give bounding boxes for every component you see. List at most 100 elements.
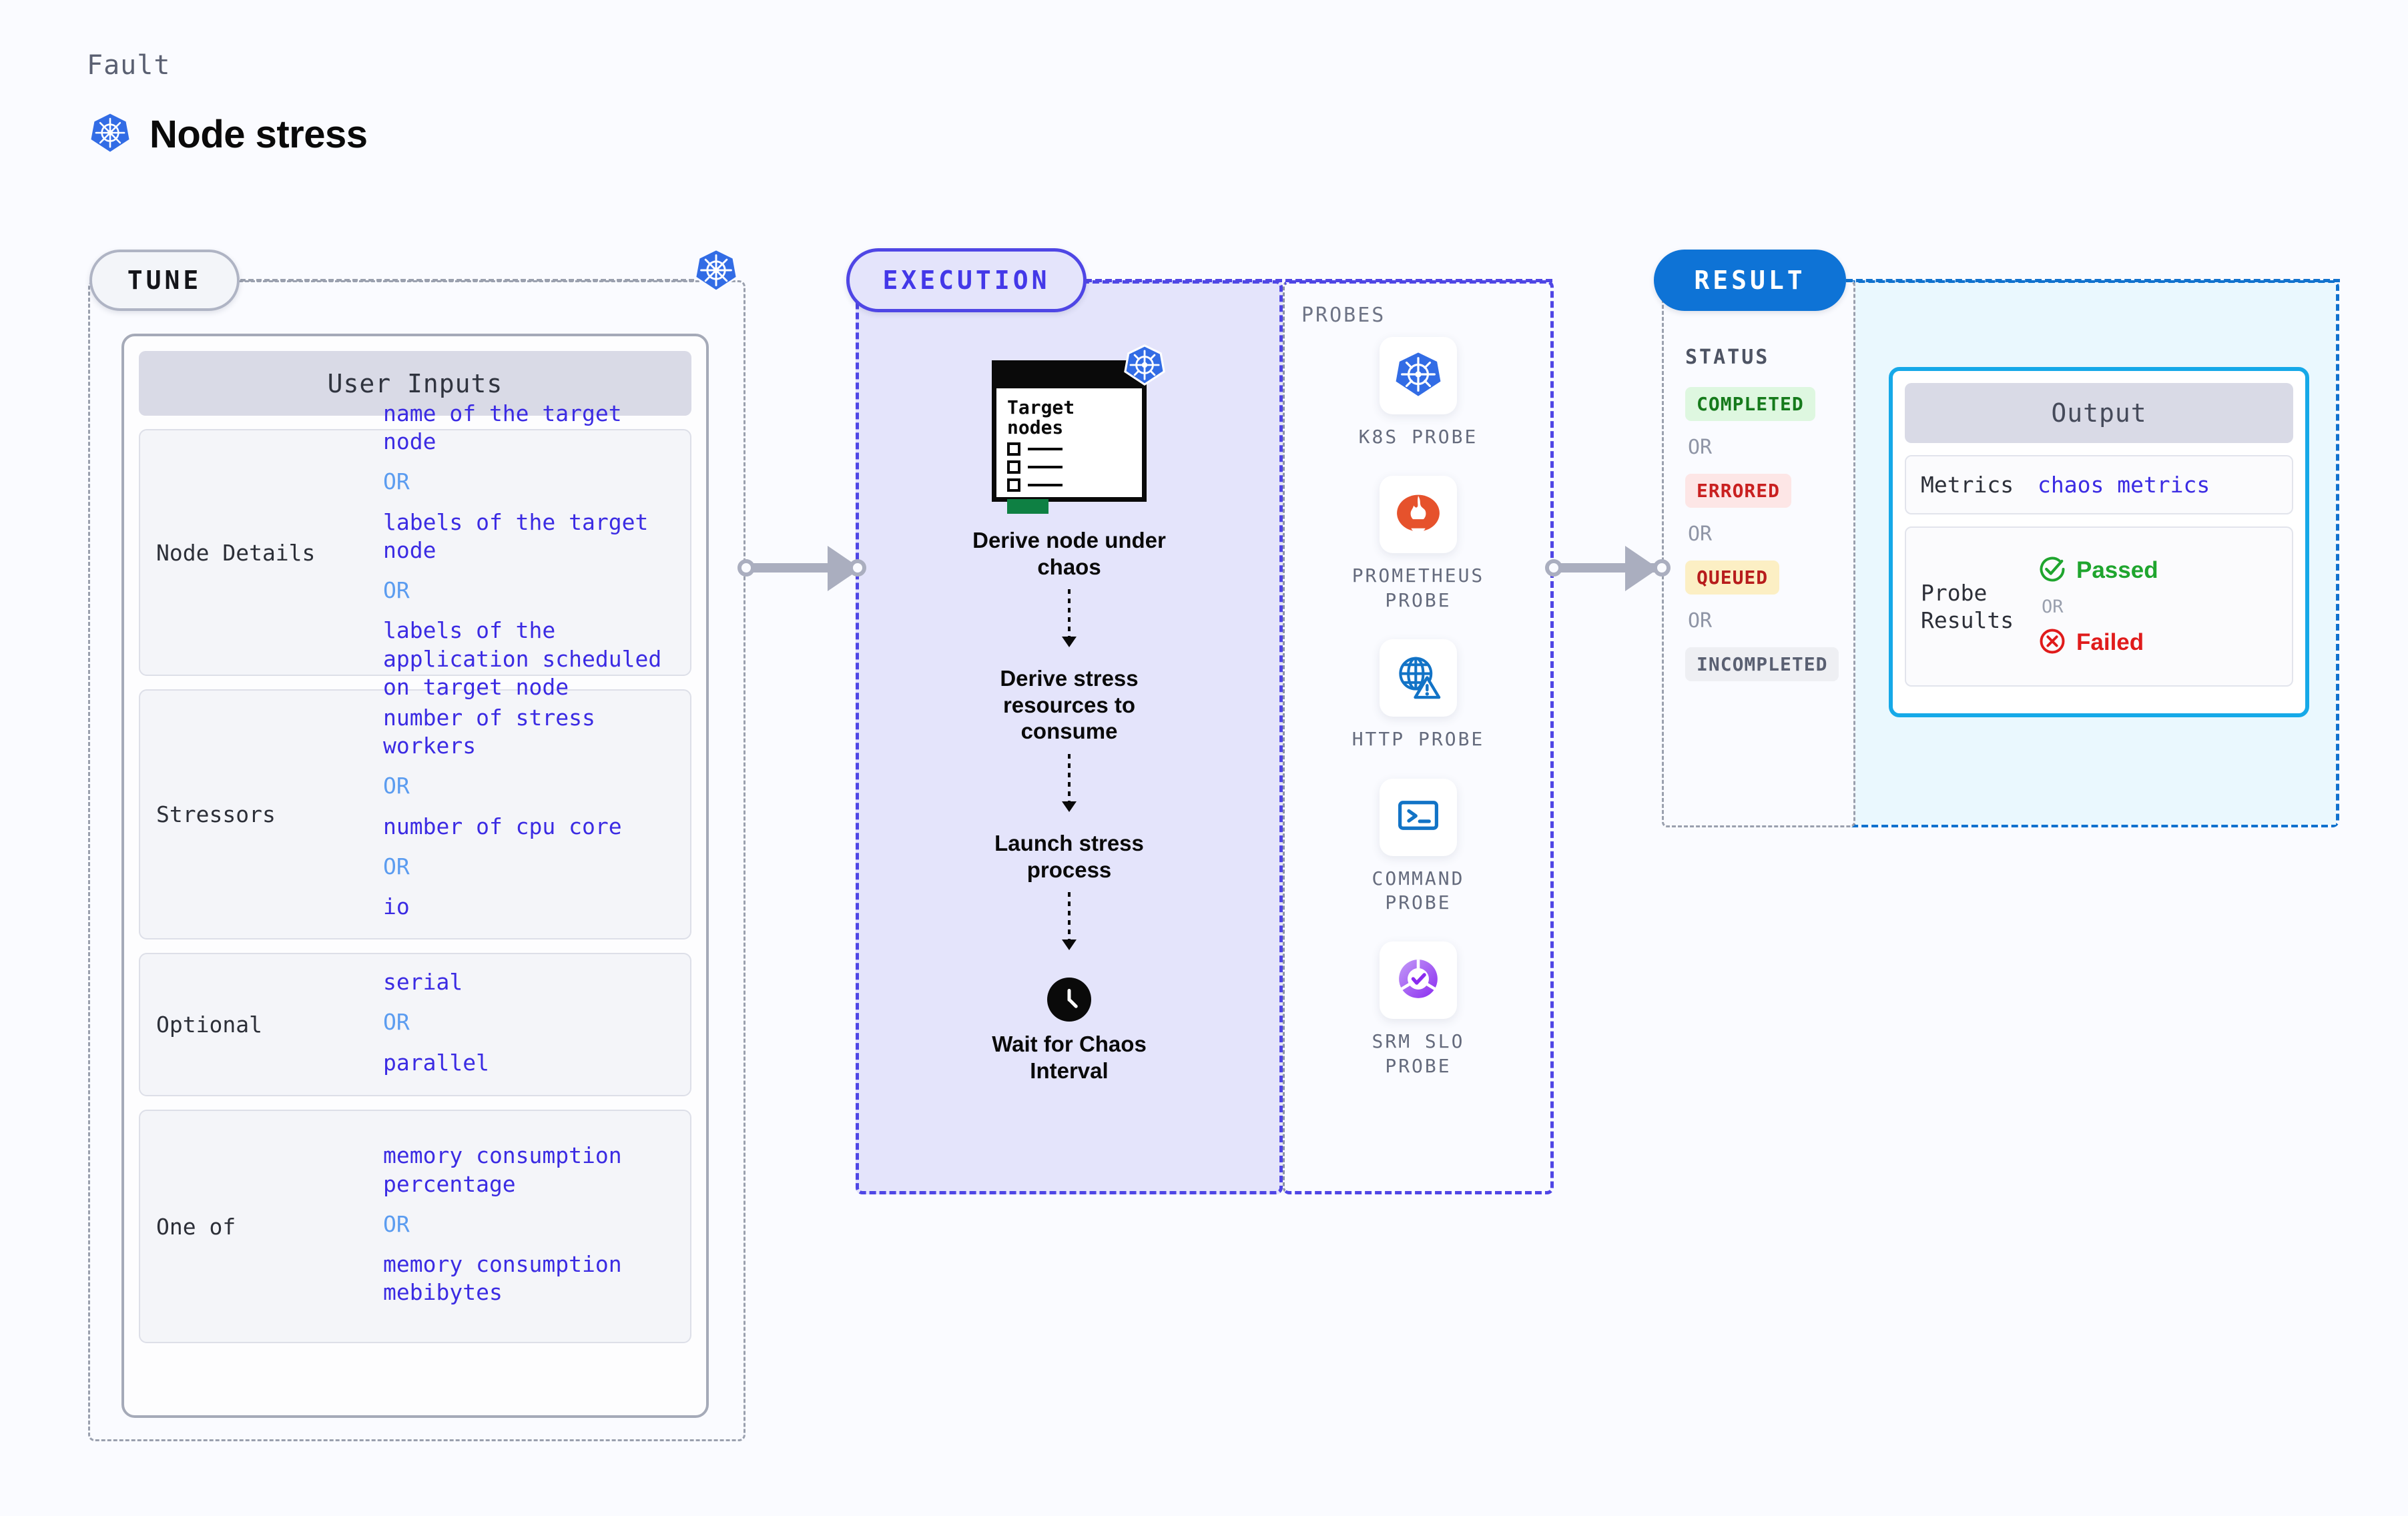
kubernetes-icon <box>1124 344 1165 389</box>
status-section-title: STATUS <box>1685 346 1770 369</box>
probe-item-prometheus[interactable]: PROMETHEUS PROBE <box>1335 476 1502 613</box>
globe-warning-icon <box>1394 652 1443 705</box>
execution-flow: Target nodes <box>856 307 1283 1084</box>
probe-label: COMMAND PROBE <box>1372 867 1465 913</box>
input-value: labels of the application scheduled on t… <box>383 617 662 700</box>
or-separator: OR <box>1688 522 1713 546</box>
probe-tile <box>1380 476 1457 554</box>
target-card-titlebar <box>996 365 1142 388</box>
input-group-values: serial OR parallel <box>383 968 489 1081</box>
checkbox-icon <box>1007 478 1020 492</box>
probe-item-srm-slo[interactable]: SRM SLO PROBE <box>1335 941 1502 1078</box>
target-nodes-card: Target nodes <box>992 344 1165 514</box>
execution-step-label: Derive node under chaos <box>972 528 1166 579</box>
page-title: Node stress <box>149 113 368 156</box>
kubernetes-icon <box>1393 349 1444 403</box>
prometheus-flame-icon <box>1393 488 1444 542</box>
probe-item-http[interactable]: HTTP PROBE <box>1352 639 1485 751</box>
status-badge-queued: QUEUED <box>1685 560 1780 595</box>
input-group-node-details: Node Details name of the target node OR … <box>139 400 691 700</box>
or-separator: OR <box>383 1210 410 1237</box>
or-separator: OR <box>1688 609 1713 633</box>
or-separator: OR <box>383 468 410 495</box>
input-value: number of cpu core <box>383 813 622 839</box>
slo-donut-check-icon <box>1393 954 1444 1008</box>
or-separator: OR <box>1688 436 1713 459</box>
execution-step-label: Derive stress resources to consume <box>1000 666 1139 744</box>
input-group-values: number of stress workers OR number of cp… <box>383 704 674 925</box>
fault-kicker: Fault <box>87 50 171 81</box>
probe-label: HTTP PROBE <box>1351 728 1485 751</box>
input-value: serial <box>383 969 463 996</box>
output-row-label-text: Probe Results <box>1921 580 2014 634</box>
probe-item-k8s[interactable]: K8S PROBE <box>1359 337 1478 449</box>
probe-tile <box>1380 778 1457 856</box>
output-row-label: Metrics <box>1921 472 2014 498</box>
kubernetes-icon <box>694 248 738 296</box>
input-value: name of the target node <box>383 400 622 455</box>
placeholder-line <box>1028 484 1063 487</box>
output-metrics-value[interactable]: chaos metrics <box>2038 472 2210 498</box>
kubernetes-icon <box>89 112 131 157</box>
user-inputs-card: User Inputs Node Details name of the tar… <box>121 334 709 1418</box>
input-value: parallel <box>383 1049 489 1076</box>
probe-tile <box>1380 337 1457 414</box>
or-separator: OR <box>383 577 410 604</box>
status-list: COMPLETED OR ERRORED OR QUEUED OR INCOMP… <box>1685 387 1839 681</box>
input-group-label: Node Details <box>156 539 316 566</box>
input-group-label: Stressors <box>156 801 276 827</box>
target-card-title-line2: nodes <box>1007 416 1064 439</box>
probe-result-values: Passed OR Failed <box>2038 554 2158 659</box>
placeholder-line <box>1028 448 1063 451</box>
input-value: io <box>383 893 410 919</box>
status-badge-incompleted: INCOMPLETED <box>1685 647 1839 681</box>
probes-list: K8S PROBE PROMETHEUS PROBE <box>1283 337 1554 1078</box>
input-value: memory consumption percentage <box>383 1142 622 1197</box>
clock-icon <box>1047 978 1091 1022</box>
probe-label: K8S PROBE <box>1358 426 1478 448</box>
probe-result-failed: Failed <box>2038 627 2158 659</box>
probe-result-failed-label: Failed <box>2076 629 2144 656</box>
cross-circle-icon <box>2038 627 2067 659</box>
placeholder-line <box>1028 466 1063 469</box>
result-leader-line <box>1846 279 2340 282</box>
fault-title-row: Node stress <box>89 112 368 157</box>
output-row-label: Probe Results <box>1921 579 2038 635</box>
result-status-panel <box>1662 280 1855 827</box>
or-separator: OR <box>2042 596 2064 617</box>
input-value: memory consumption mebibytes <box>383 1251 622 1306</box>
target-card-checkbox-row <box>1007 460 1142 474</box>
flow-arrow <box>1068 892 1071 941</box>
execution-step-label: Wait for Chaos Interval <box>992 1032 1147 1083</box>
input-group-values: name of the target node OR labels of the… <box>383 400 674 705</box>
probe-result-passed: Passed <box>2038 554 2158 587</box>
probe-label: SRM SLO PROBE <box>1372 1030 1465 1077</box>
output-row-probe-results: Probe Results Passed OR <box>1905 526 2293 687</box>
checkbox-icon <box>1007 460 1020 474</box>
probe-item-command[interactable]: COMMAND PROBE <box>1335 778 1502 915</box>
flow-arrow <box>1068 589 1071 638</box>
or-separator: OR <box>383 853 410 879</box>
input-group-label: One of <box>156 1213 236 1240</box>
output-row-metrics: Metrics chaos metrics <box>1905 455 2293 515</box>
probes-section-title: PROBES <box>1301 304 1386 327</box>
input-value: number of stress workers <box>383 704 595 759</box>
stage-badge-result[interactable]: RESULT <box>1654 250 1846 311</box>
probe-result-passed-label: Passed <box>2076 557 2158 584</box>
probes-panel <box>1283 280 1554 1194</box>
probe-tile <box>1379 639 1457 717</box>
tune-leader-line <box>240 279 694 282</box>
flow-arrow <box>1068 753 1071 802</box>
or-separator: OR <box>383 1009 410 1036</box>
check-circle-icon <box>2038 554 2067 587</box>
execution-leader-line <box>1085 279 1552 282</box>
target-card-checkbox-row <box>1007 442 1142 456</box>
output-card: Output Metrics chaos metrics Probe Resul… <box>1889 367 2309 717</box>
stage-badge-tune[interactable]: TUNE <box>89 250 240 311</box>
input-group-one-of: One of memory consumption percentage OR … <box>139 1110 691 1343</box>
stage-badge-execution[interactable]: EXECUTION <box>846 248 1087 312</box>
status-badge-errored: ERRORED <box>1685 474 1792 508</box>
input-group-label: Optional <box>156 1012 262 1038</box>
target-card-checkbox-row <box>1007 478 1142 492</box>
